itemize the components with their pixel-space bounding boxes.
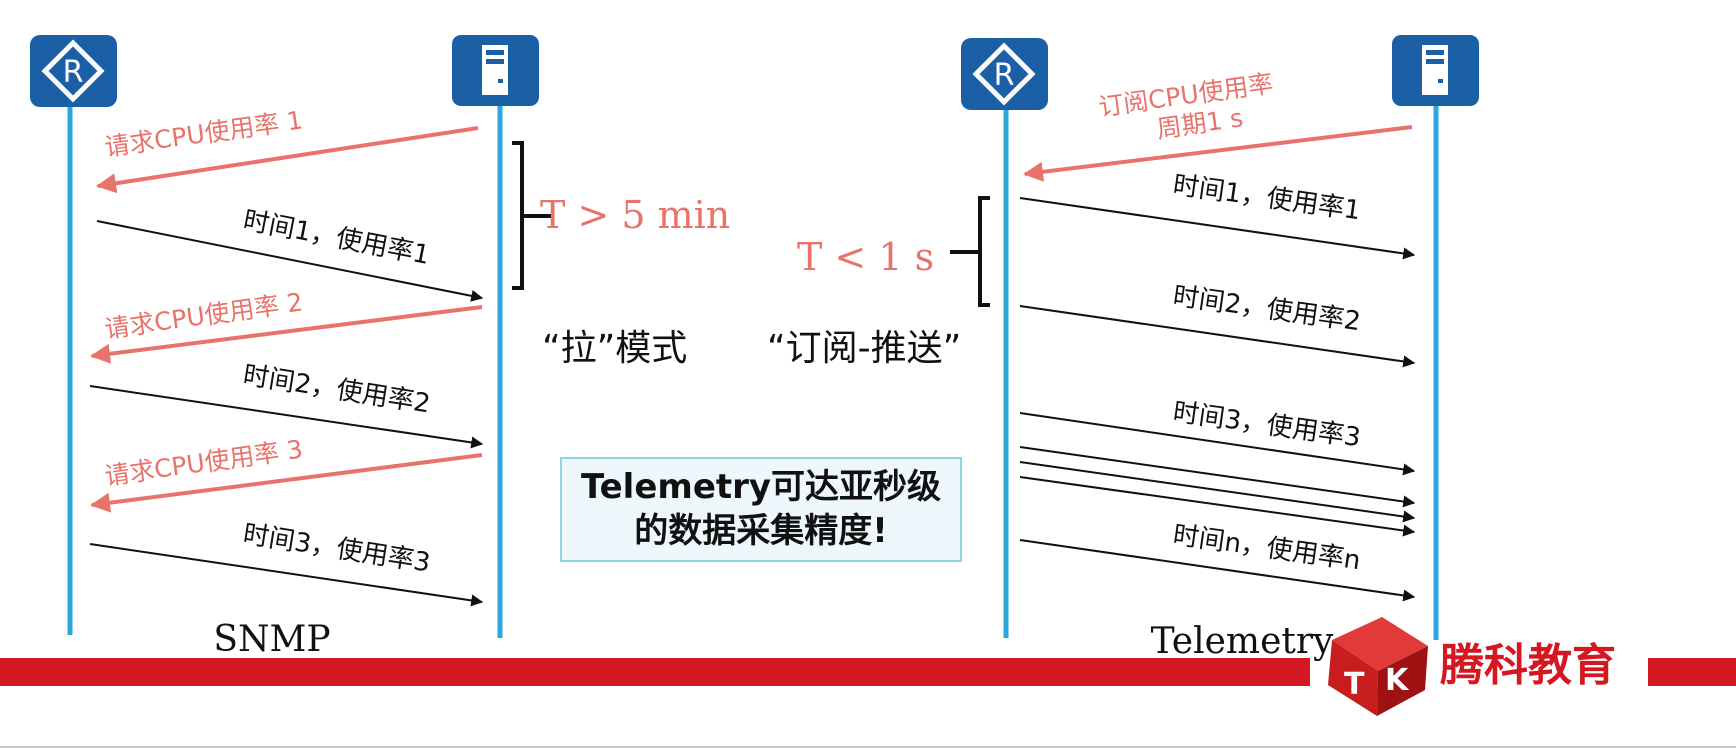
svg-text:K: K — [1385, 663, 1410, 698]
snmp-request-arrow-1 — [96, 126, 479, 194]
callout-box — [560, 457, 962, 562]
telemetry-push-arrow-2 — [1019, 305, 1416, 368]
snmp-request-label-2: 请求CPU使用率 2 — [103, 287, 305, 344]
callout-line-1: Telemetry可达亚秒级 — [581, 467, 941, 507]
snmp-request-arrow-2 — [90, 305, 483, 364]
svg-text:R: R — [63, 55, 84, 90]
footer-bar-right — [1648, 658, 1736, 686]
telemetry-push-arrow-3 — [1019, 412, 1416, 476]
snmp-interval-label: T > 5 min — [540, 193, 730, 237]
telemetry-push-arrow-5 — [1019, 461, 1416, 523]
telemetry-push-arrow-1 — [1019, 197, 1416, 260]
snmp-response-label-2: 时间2，使用率2 — [241, 360, 432, 419]
telemetry-push-arrow-6 — [1019, 476, 1416, 537]
router-icon: R — [30, 35, 117, 107]
footer-bar-left — [0, 658, 1310, 686]
snmp-request-label-1: 请求CPU使用率 1 — [103, 105, 305, 162]
telemetry-response-label-1: 时间1，使用率1 — [1171, 170, 1362, 226]
snmp-response-arrow-3 — [89, 543, 484, 607]
telemetry-subscribe-arrow — [1023, 125, 1413, 182]
svg-text:T: T — [1344, 667, 1365, 702]
telemetry-interval-label: T < 1 s — [797, 235, 934, 279]
router-icon: R — [961, 38, 1048, 110]
telemetry-response-label-4: 时间n，使用率n — [1171, 520, 1362, 576]
snmp-response-arrow-2 — [89, 385, 484, 449]
snmp-response-label-1: 时间1，使用率1 — [241, 205, 432, 271]
telemetry-response-label-3: 时间3，使用率3 — [1171, 397, 1362, 453]
telemetry-interval-brace — [950, 196, 990, 307]
callout-line-2: 的数据采集精度! — [634, 511, 888, 551]
snmp-interval-brace — [512, 141, 552, 290]
server-icon — [452, 35, 539, 106]
tk-logo-icon: T K — [1328, 617, 1428, 716]
svg-text:R: R — [994, 58, 1015, 93]
telemetry-mode-label: “订阅-推送” — [767, 328, 961, 369]
telemetry-push-arrow-4 — [1019, 446, 1416, 508]
server-icon — [1392, 35, 1479, 106]
snmp-response-arrow-1 — [96, 220, 484, 302]
snmp-mode-label: “拉”模式 — [542, 328, 687, 369]
telemetry-push-arrow-7 — [1019, 539, 1416, 602]
brand-name: 腾科教育 — [1440, 640, 1616, 691]
snmp-label: SNMP — [213, 619, 330, 660]
snmp-request-arrow-3 — [90, 453, 483, 513]
telemetry-response-label-2: 时间2，使用率2 — [1171, 281, 1362, 337]
telemetry-label: Telemetry — [1151, 621, 1334, 662]
